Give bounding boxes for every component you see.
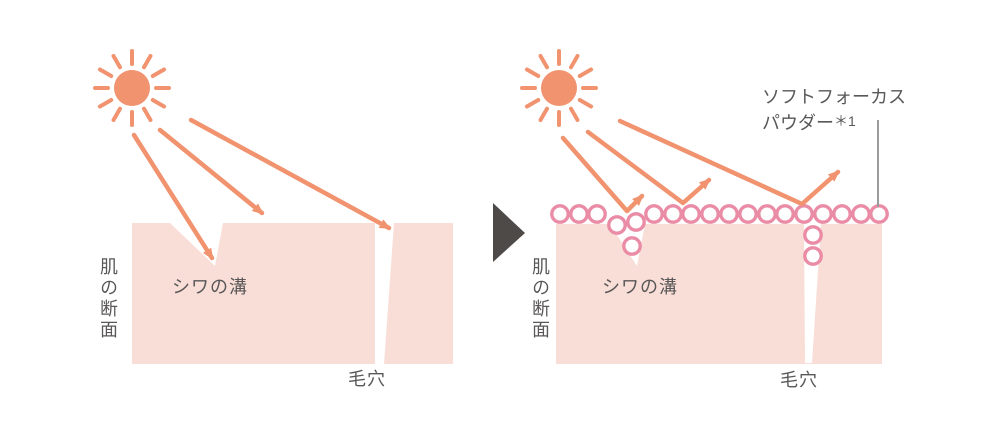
sun-ray [524,67,541,78]
powder-label-note: ＊1 [834,113,856,129]
light-ray-arrow [617,118,841,207]
light-rays-after [560,118,841,214]
powder-particle [803,225,823,245]
powder-particle [775,204,795,224]
powder-particle [813,204,833,224]
sun-ray [150,67,167,78]
powder-particle [626,212,646,232]
light-ray-arrow [131,132,215,261]
powder-particle [607,215,627,235]
sun-ray [577,67,594,78]
skin-block-after [556,224,882,364]
sun-ray [142,106,153,123]
light-rays-before [131,117,392,261]
skin-surface [556,224,882,364]
powder-label-line1: ソフトフォーカス [762,87,906,107]
powder-particle [644,204,664,224]
powder-particle [587,204,607,224]
powder-particle [681,204,701,224]
pore-label-before: 毛穴 [348,369,386,389]
powder-particle [832,204,852,224]
powder-particles [550,204,889,266]
powder-particle [794,204,814,224]
sun-ray [111,106,122,123]
wrinkle-groove-label-after: シワの溝 [602,277,678,297]
sun-icon-before [93,49,171,127]
powder-label: ソフトフォーカス パウダー＊1 [762,84,906,137]
wrinkle-groove-label-before: シワの溝 [172,277,248,297]
sun-ray [524,98,541,109]
skin-section-label-after: 肌の断面 [530,257,550,341]
sun-ray [569,53,580,70]
light-ray-arrow [585,129,712,206]
sun-icon-after [520,49,598,127]
sun-disc [114,70,150,106]
powder-particle [719,204,739,224]
light-ray-arrow [188,117,392,231]
powder-particle [851,204,871,224]
powder-particle [869,204,889,224]
sun-ray [111,53,122,70]
powder-particle [569,204,589,224]
light-ray-arrow [157,127,265,216]
powder-particle [700,204,720,224]
powder-particle [738,204,758,224]
powder-particle [803,246,823,266]
sun-disc [541,70,577,106]
pore-slit-cut [375,223,394,364]
powder-particle [550,204,570,224]
pore-label-after: 毛穴 [780,370,818,390]
powder-particle [663,204,683,224]
sun-ray [538,53,549,70]
powder-particle [757,204,777,224]
powder-particle [622,236,642,256]
sun-ray [142,53,153,70]
sun-ray [569,106,580,123]
triangle-right-icon [493,203,525,262]
sun-ray [97,67,114,78]
powder-label-line2-text: パウダー [762,113,834,133]
powder-label-line2: パウダー＊1 [762,110,906,137]
sun-ray [538,106,549,123]
skin-section-label-before: 肌の断面 [98,257,118,341]
light-ray-arrow [560,135,645,214]
sun-ray [577,98,594,109]
sun-ray [97,98,114,109]
transition-arrow [493,203,525,262]
skin-surface [132,223,453,364]
sun-ray [150,98,167,109]
skin-block-before [132,223,453,364]
